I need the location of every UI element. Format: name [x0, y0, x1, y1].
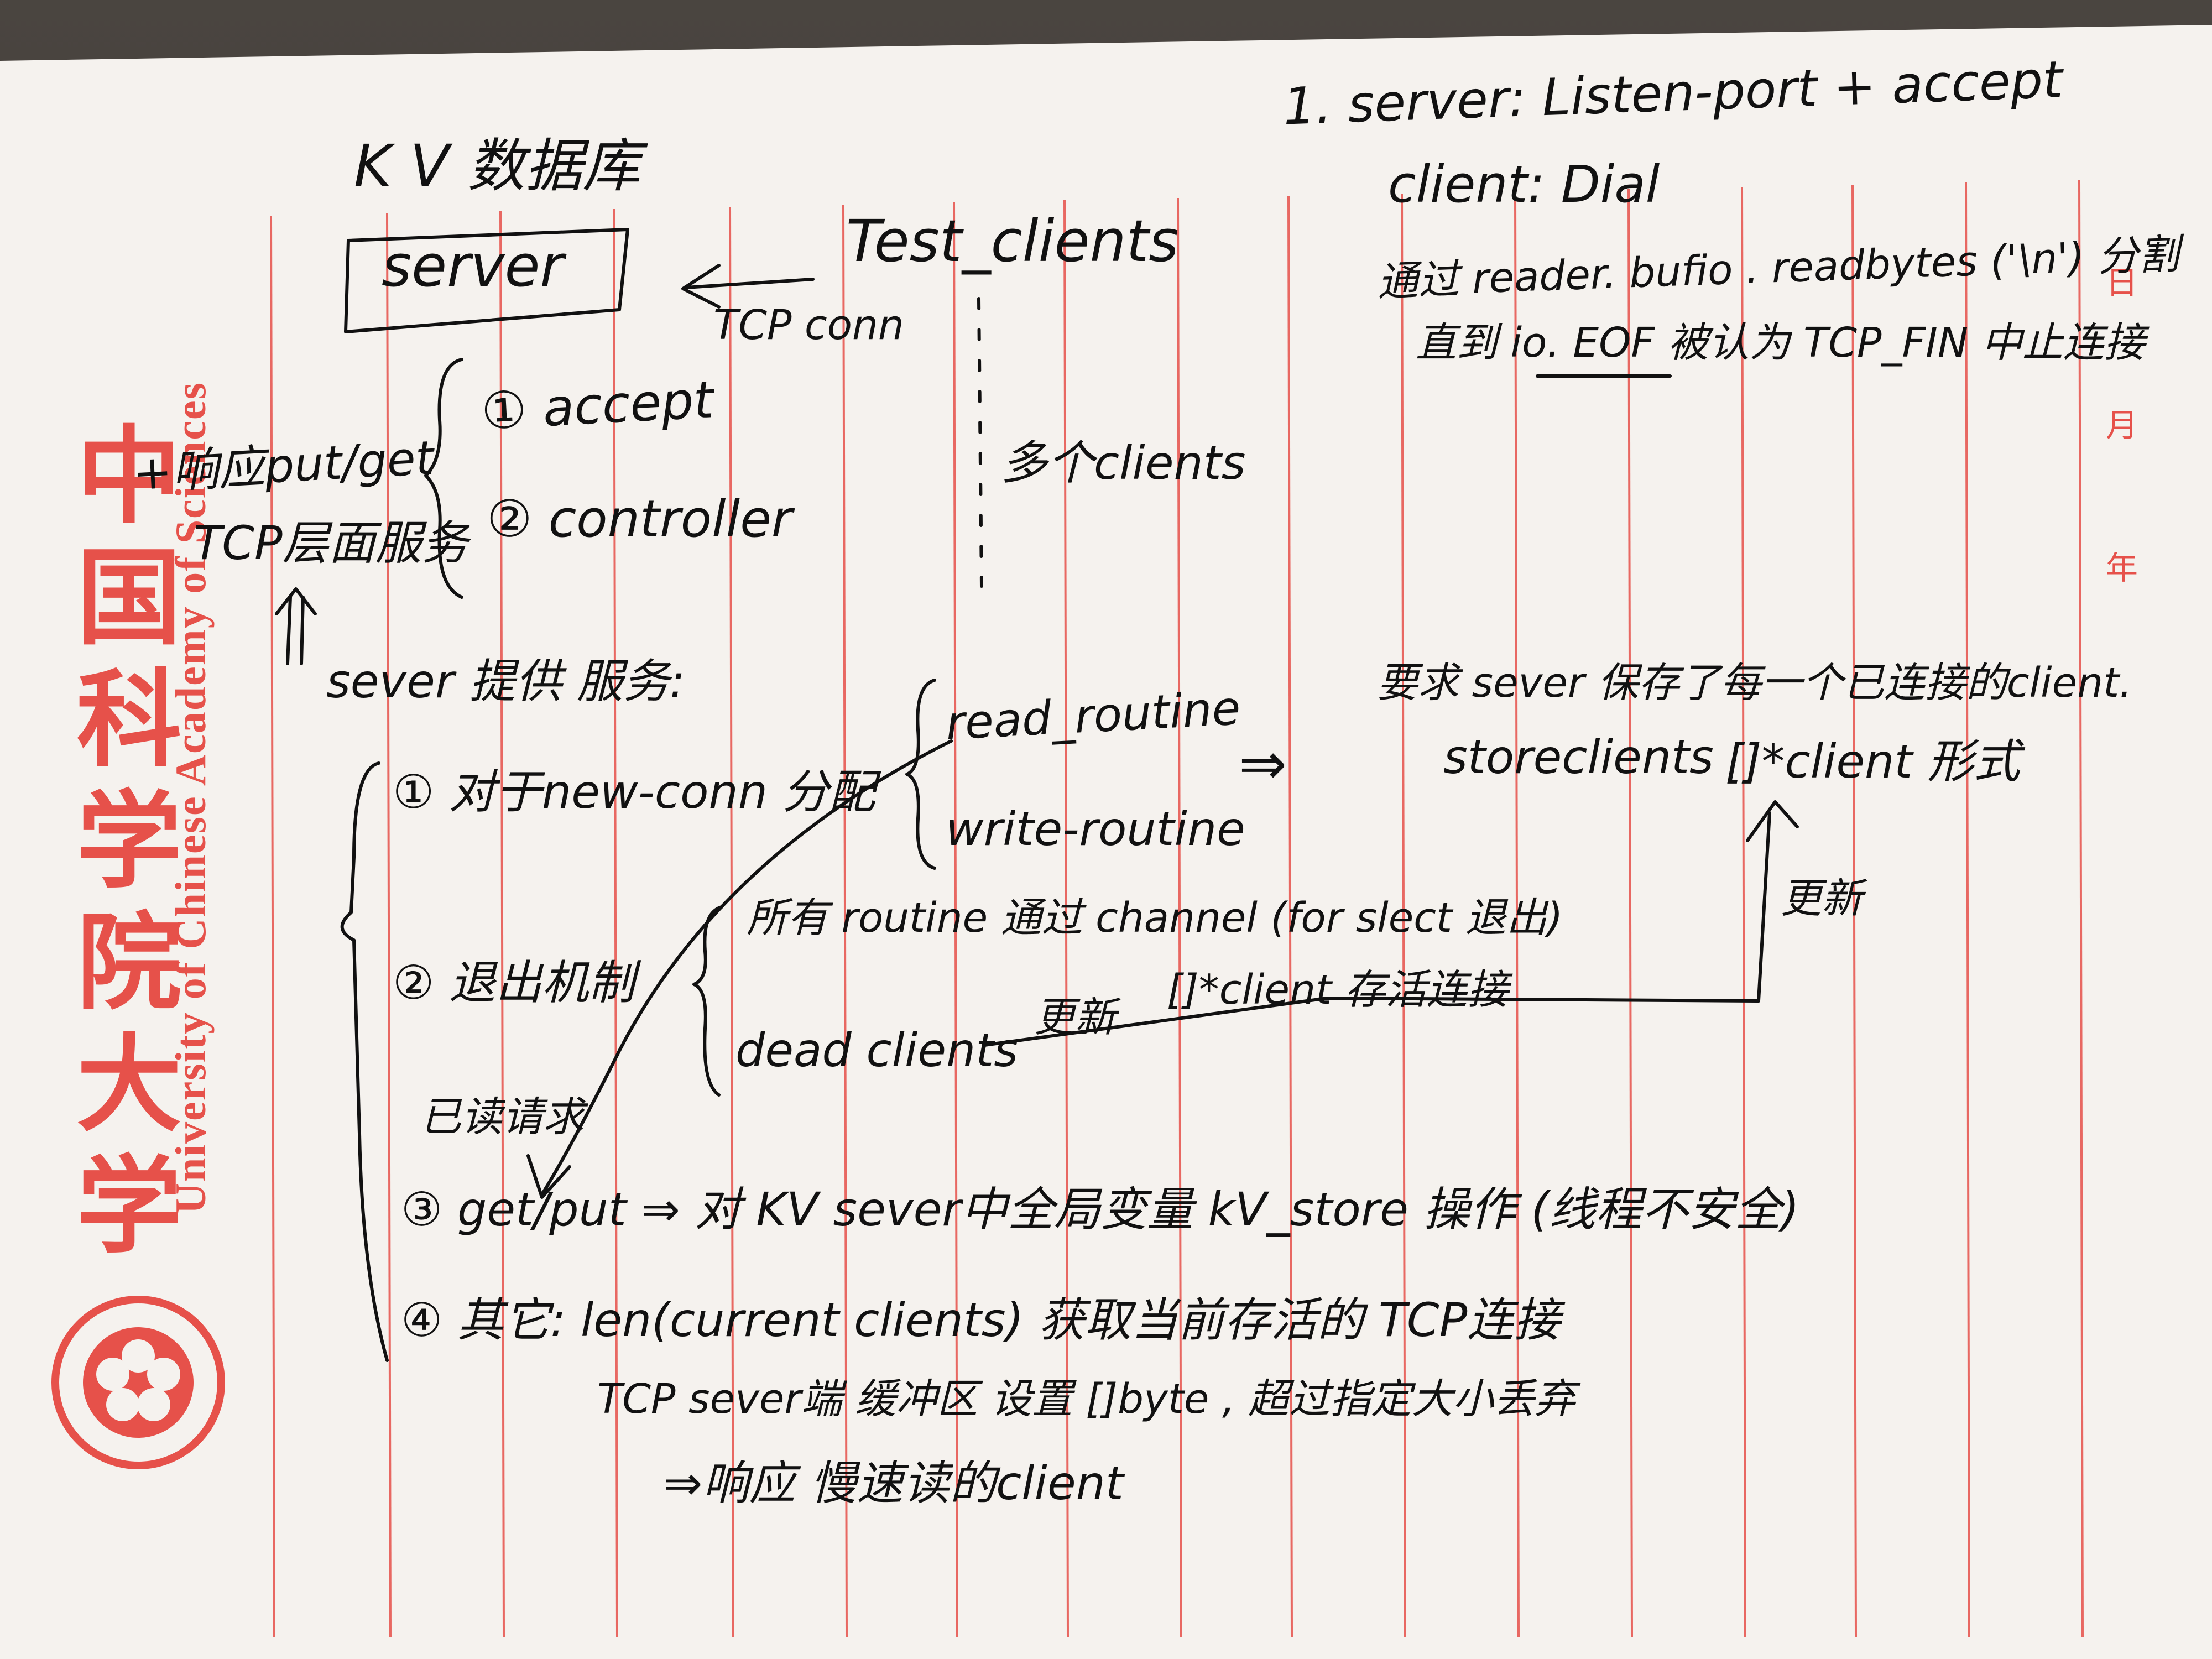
note-test-clients: Test_clients: [846, 207, 1179, 275]
side-label-month: 月: [2100, 408, 2138, 551]
note-require-store: 要求 sever 保存了每一个已连接的client.: [1377, 659, 2132, 707]
red-rule-line: [1177, 197, 1182, 1637]
brace-accept: [424, 358, 463, 599]
red-rule-line: [499, 211, 505, 1637]
note-tcp-layer-service: TCP层面服务: [194, 516, 468, 570]
arrow-to-server: [681, 264, 815, 309]
brace-services: [340, 761, 389, 1362]
university-name-cn: 中国科学院大学: [59, 420, 182, 1272]
red-rule-line: [386, 213, 392, 1637]
update-line: [983, 800, 1799, 1047]
note-write-routine: write-routine: [946, 802, 1245, 856]
red-rule-line: [729, 206, 734, 1637]
note-tcp-conn: TCP conn: [713, 301, 904, 349]
red-rule-line: [1287, 195, 1293, 1637]
side-label-day: 日: [2100, 265, 2138, 408]
note-point1-client: client: Dial: [1388, 155, 1660, 214]
red-rule-line: [842, 204, 848, 1637]
note-update-dead: 更新: [1034, 994, 1116, 1041]
note-server-provides: sever 提供 服务:: [326, 654, 686, 708]
note-dead-clients: dead clients: [735, 1023, 1018, 1077]
note-implies: ⇒: [1239, 730, 1287, 797]
note-read-request: 已读请求: [420, 1093, 584, 1141]
brace-routines: [905, 679, 936, 870]
paper-sheet: [0, 25, 2212, 1659]
note-other: ④ 其它: len(current clients) 获取当前存活的 TCP连接: [401, 1293, 1561, 1347]
red-rule-line: [613, 208, 618, 1637]
note-exit-mechanism: ② 退出机制: [393, 956, 635, 1010]
red-rule-line: [1741, 186, 1746, 1637]
ink-strokes: [275, 228, 1799, 1362]
note-all-routine: 所有 routine 通过 channel (for slect 退出): [747, 894, 1563, 942]
red-rule-lines: [270, 180, 2084, 1637]
red-rule-line: [1627, 189, 1633, 1637]
note-accept: ① accept: [479, 370, 715, 441]
arrow-read-request: [526, 739, 953, 1199]
note-client-active: []*client 存活连接: [1167, 966, 1509, 1014]
note-title: K V 数据库: [354, 132, 640, 200]
red-rule-line: [2078, 180, 2084, 1637]
university-seal: [51, 1296, 225, 1469]
note-multi-clients: 多个clients: [1001, 436, 1246, 490]
note-controller: ② controller: [487, 489, 792, 549]
red-rule-line: [1063, 200, 1069, 1637]
red-rule-line: [1401, 193, 1406, 1637]
note-client-form: []*client 形式: [1725, 734, 2020, 789]
note-new-conn: ① 对于new-conn 分配: [393, 765, 875, 819]
red-rule-line: [270, 215, 275, 1637]
side-label-year: 年: [2100, 551, 2138, 693]
red-rule-line: [1514, 191, 1520, 1637]
note-update-store: 更新: [1781, 875, 1863, 922]
server-box: [344, 228, 629, 333]
side-date-labels: 日月年: [2096, 265, 2142, 693]
note-slow-client: ⇒响应 慢速读的client: [664, 1456, 1124, 1510]
double-up-arrow: [275, 587, 317, 665]
brace-exit: [692, 905, 723, 1097]
note-get-put: ③ get/put ⇒ 对 KV sever中全局变量 kV_store 操作 …: [401, 1182, 1799, 1237]
note-tcp-buffer: TCP sever端 缓冲区 设置 []byte , 超过指定大小丢弃: [597, 1375, 1576, 1423]
note-point1-eof: 直到 io. EOF 被认为 TCP_FIN 中止连接: [1416, 319, 2145, 367]
red-rule-line: [953, 202, 958, 1637]
note-storeclients: storeclients: [1443, 730, 1714, 784]
note-server-box-label: server: [382, 232, 564, 300]
red-rule-line: [1965, 182, 1970, 1637]
red-rule-line: [1851, 184, 1857, 1637]
